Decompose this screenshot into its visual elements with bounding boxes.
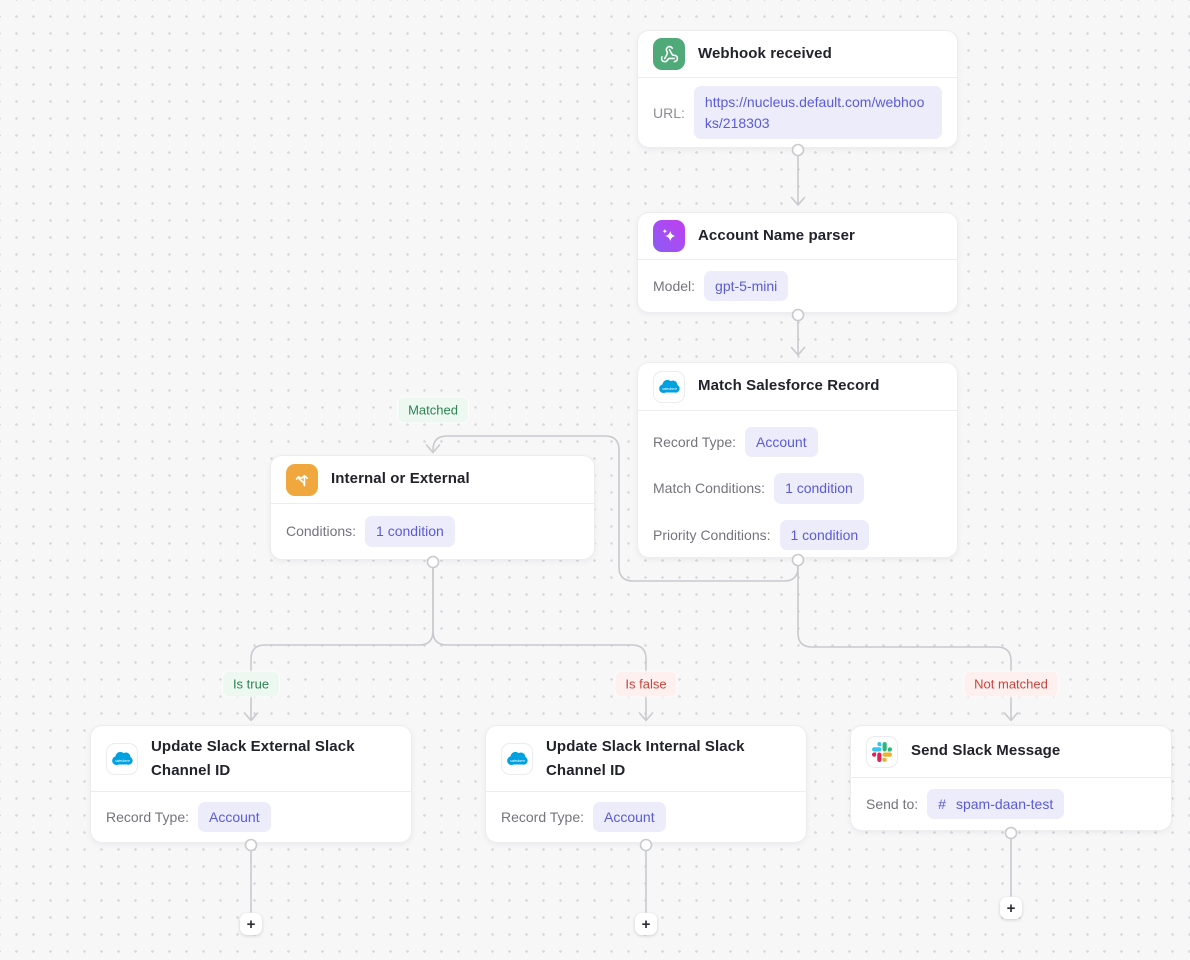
record-type-value[interactable]: Account	[593, 801, 666, 833]
salesforce-icon: salesforce	[106, 742, 138, 775]
channel-hash-icon: #	[938, 795, 946, 812]
record-type-label: Record Type:	[501, 808, 585, 825]
model-value[interactable]: gpt-5-mini	[704, 270, 789, 302]
conditions-value[interactable]: 1 condition	[365, 516, 455, 547]
node-title: Update Slack External Slack Channel ID	[151, 738, 355, 779]
edge-label-is-true: Is true	[222, 671, 280, 697]
edge-label-not-matched: Not matched	[964, 671, 1058, 697]
priority-conditions-value[interactable]: 1 condition	[779, 519, 870, 550]
record-type-value[interactable]: Account	[745, 427, 818, 458]
model-label: Model:	[653, 277, 696, 294]
priority-conditions-label: Priority Conditions:	[653, 526, 771, 543]
node-account-name-parser[interactable]: Account Name parser Model: gpt-5-mini	[637, 212, 958, 313]
svg-text:salesforce: salesforce	[115, 759, 130, 763]
url-label: URL:	[653, 104, 685, 121]
match-conditions-value[interactable]: 1 condition	[774, 473, 864, 504]
node-title: Match Salesforce Record	[698, 377, 880, 395]
salesforce-icon: salesforce	[653, 370, 685, 403]
channel-name: spam-daan-test	[955, 795, 1054, 812]
slack-icon	[866, 735, 898, 768]
node-title: Send Slack Message	[911, 742, 1061, 760]
add-step-button[interactable]: +	[635, 913, 657, 935]
node-match-salesforce-record[interactable]: salesforce Match Salesforce Record Recor…	[637, 362, 958, 558]
node-title: Account Name parser	[698, 226, 855, 244]
node-title: Webhook received	[698, 44, 832, 62]
record-type-label: Record Type:	[106, 808, 190, 825]
record-type-value[interactable]: Account	[198, 801, 271, 833]
node-update-slack-external-channel-id[interactable]: salesforce Update Slack External Slack C…	[90, 725, 412, 843]
edge-label-is-false: Is false	[615, 671, 677, 697]
node-send-slack-message[interactable]: Send Slack Message Send to: # spam-daan-…	[850, 725, 1172, 831]
node-header: salesforce Match Salesforce Record	[638, 363, 957, 411]
add-step-button[interactable]: +	[1000, 897, 1022, 919]
node-internal-or-external[interactable]: Internal or External Conditions: 1 condi…	[270, 455, 595, 560]
node-header: salesforce Update Slack Internal Slack C…	[486, 726, 806, 792]
split-path-icon	[286, 463, 318, 496]
add-step-button[interactable]: +	[240, 913, 262, 935]
svg-text:salesforce: salesforce	[510, 759, 525, 763]
webhook-url-value[interactable]: https://nucleus.default.com/webhooks/218…	[693, 86, 942, 139]
match-conditions-label: Match Conditions:	[653, 480, 766, 497]
node-title: Internal or External	[331, 470, 470, 488]
webhook-icon	[653, 38, 685, 70]
node-header: Send Slack Message	[851, 726, 1171, 778]
node-header: Account Name parser	[638, 213, 957, 260]
slack-channel-value[interactable]: # spam-daan-test	[927, 788, 1065, 820]
record-type-label: Record Type:	[653, 434, 737, 451]
salesforce-icon: salesforce	[501, 742, 533, 775]
node-update-slack-internal-channel-id[interactable]: salesforce Update Slack Internal Slack C…	[485, 725, 807, 843]
ai-sparkles-icon	[653, 220, 685, 252]
edge-label-matched: Matched	[398, 397, 468, 423]
node-header: Internal or External	[271, 456, 594, 504]
node-header: Webhook received	[638, 31, 957, 78]
node-webhook-received[interactable]: Webhook received URL: https://nucleus.de…	[637, 30, 958, 148]
node-header: salesforce Update Slack External Slack C…	[91, 726, 411, 792]
send-to-label: Send to:	[866, 795, 919, 812]
conditions-label: Conditions:	[286, 523, 357, 540]
node-title: Update Slack Internal Slack Channel ID	[546, 738, 745, 779]
svg-text:salesforce: salesforce	[662, 387, 677, 391]
